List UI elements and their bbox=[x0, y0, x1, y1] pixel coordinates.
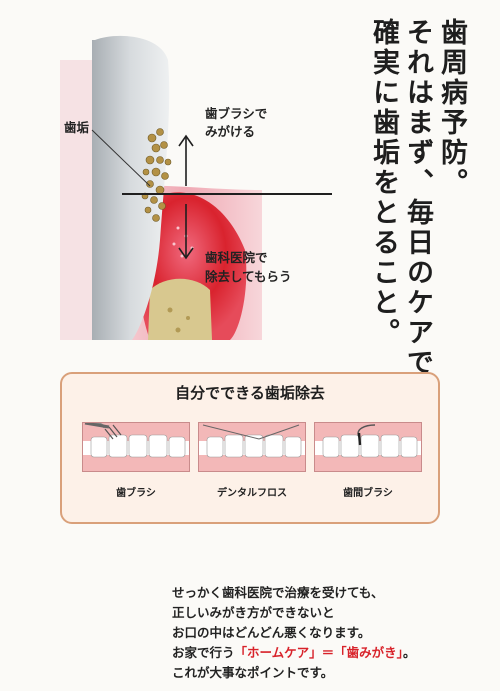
plaque-label: 歯垢 bbox=[64, 120, 90, 135]
message-line-5: これが大事なポイントです。 bbox=[172, 665, 334, 680]
dental-floss-icon bbox=[199, 423, 305, 471]
headline-column-1: 歯周病予防。 bbox=[436, 18, 467, 198]
brush-label-line2: みがける bbox=[205, 124, 256, 139]
plaque-leader-line bbox=[91, 129, 151, 187]
headline-column-2: それはまず、毎日のケアで bbox=[402, 18, 433, 378]
dentist-label-line2: 除去してもらう bbox=[205, 269, 292, 284]
toothbrush-icon bbox=[83, 423, 189, 471]
dental-floss-caption: デンタルフロス bbox=[217, 488, 287, 499]
home-care-title: 自分でできる歯垢除去 bbox=[175, 384, 325, 402]
toothbrush-caption: 歯ブラシ bbox=[116, 488, 156, 499]
brushing-highlight: 「歯みがき」 bbox=[334, 645, 403, 660]
headline-column-3: 確実に歯垢をとること。 bbox=[368, 18, 399, 348]
message-line-4-prefix: お家で行う bbox=[172, 645, 235, 660]
tooth bbox=[92, 35, 170, 341]
closing-message: せっかく歯科医院で治療を受けても、 正しいみがき方ができないと お口の中はどんど… bbox=[172, 583, 415, 683]
plaque-deposit bbox=[141, 128, 172, 222]
alveolar-bone bbox=[148, 278, 212, 340]
interdental-brush-caption: 歯間ブラシ bbox=[343, 488, 393, 499]
home-care-highlight: 「ホームケア」 bbox=[234, 645, 322, 660]
message-line-4-suffix: 。 bbox=[402, 645, 416, 660]
dental-floss-illustration bbox=[198, 422, 306, 472]
message-line-3: お口の中はどんどん悪くなります。 bbox=[172, 625, 371, 640]
gum-tissue bbox=[60, 60, 92, 340]
interdental-brush-illustration bbox=[314, 422, 422, 472]
brush-label-line1: 歯ブラシで bbox=[205, 106, 268, 121]
message-line-4: お家で行う「ホームケア」＝「歯みがき」。 bbox=[172, 643, 415, 663]
home-care-panel: 自分でできる歯垢除去 歯ブラシ bbox=[60, 372, 440, 524]
interdental-brush-icon bbox=[315, 423, 421, 471]
equals-sign: ＝ bbox=[321, 645, 335, 660]
message-line-1: せっかく歯科医院で治療を受けても、 bbox=[172, 585, 384, 600]
arrow-down-icon bbox=[178, 204, 194, 260]
message-line-2: 正しいみがき方ができないと bbox=[172, 605, 335, 620]
arrow-up-icon bbox=[178, 134, 194, 186]
toothbrush-illustration bbox=[82, 422, 190, 472]
dentist-label-line1: 歯科医院で bbox=[205, 250, 268, 265]
